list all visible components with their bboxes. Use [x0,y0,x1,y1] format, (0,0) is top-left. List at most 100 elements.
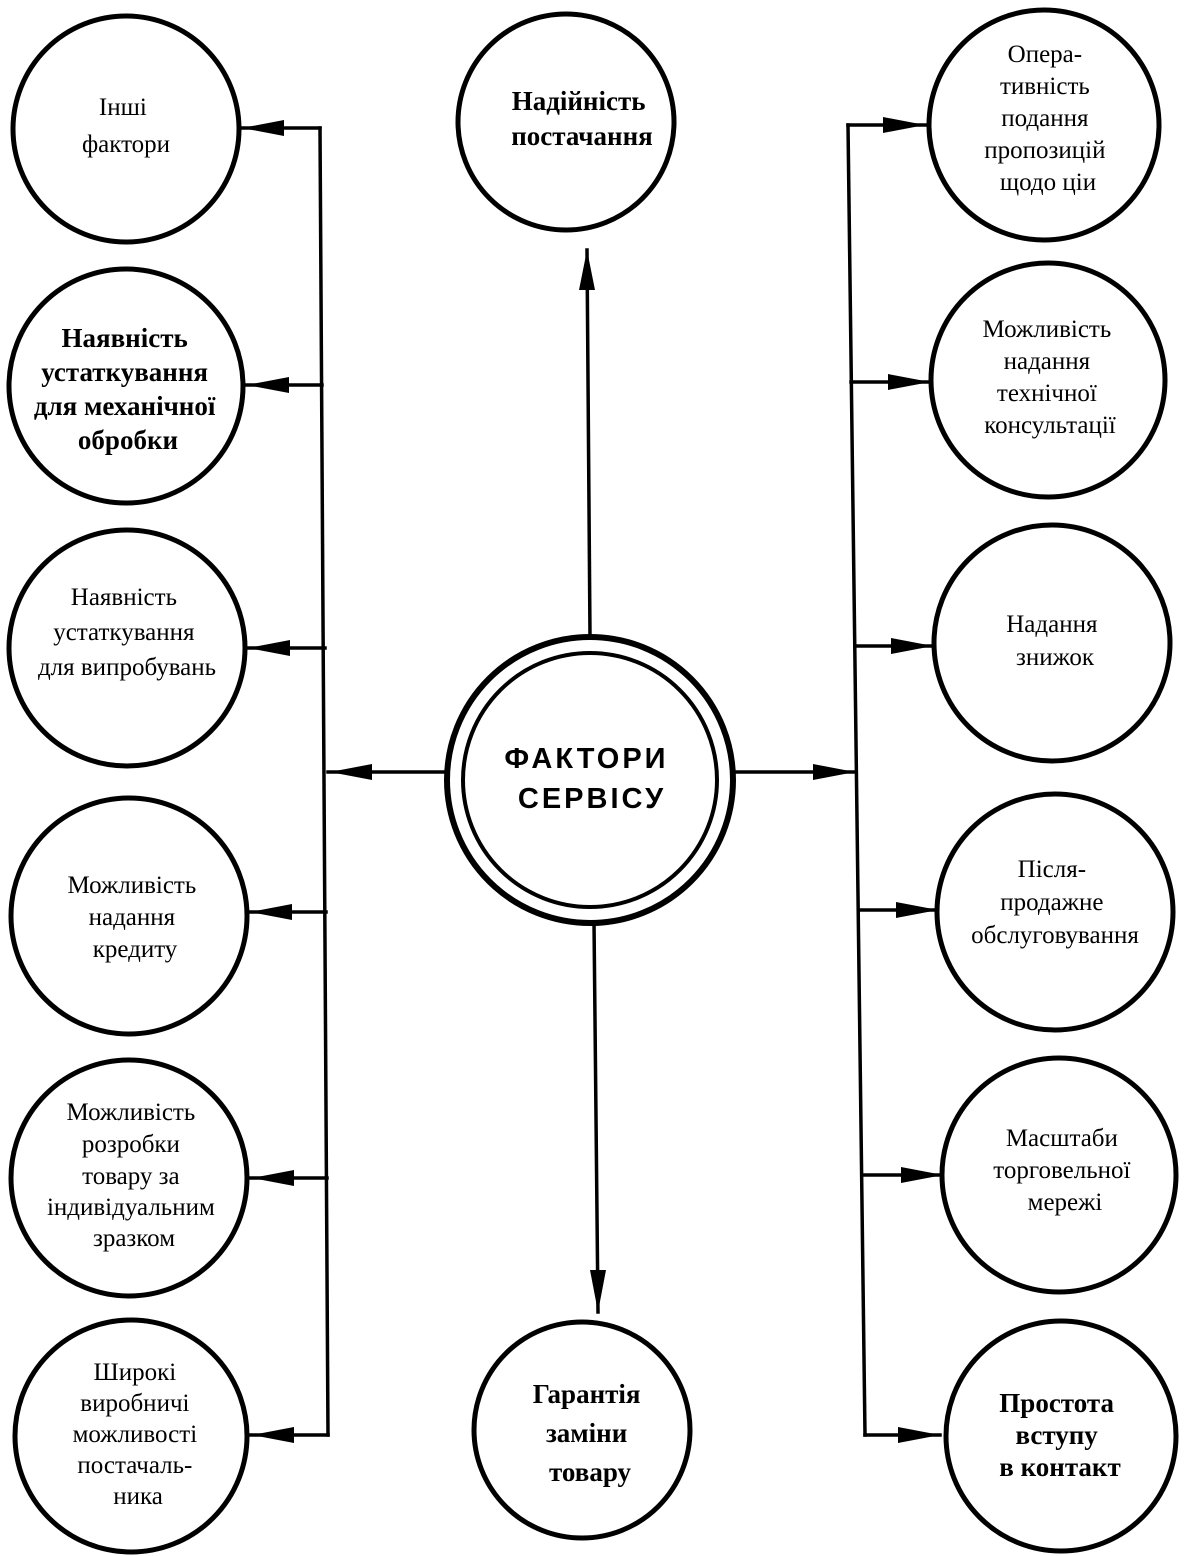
arrow-right-center [813,764,855,780]
label-line: товару [549,1457,631,1487]
arrow-left-3 [248,640,290,656]
label-line: розробки [82,1131,180,1158]
node-circle-right-5 [939,1055,1179,1295]
label-line: товару за [82,1163,180,1190]
arrow-down-bottom [590,1270,606,1312]
label-line: Надійність [512,86,646,116]
label-line: Інші [99,94,147,121]
arrow-left-1 [242,120,284,136]
node-circle-left-4 [8,795,250,1037]
node-label-top: Надійність постачання [511,86,653,151]
label-line: СЕРВІСУ [518,783,666,815]
arrowheads [242,117,943,1443]
arrow-right-4 [896,902,938,918]
node-circle-right-4 [934,791,1176,1033]
label-line: Після- [1018,856,1086,883]
label-line: ФАКТОРИ [504,743,668,775]
node-label-left-6: Широкі виробничі можливості постачаль- н… [73,1359,204,1510]
arrow-right-3 [891,638,933,654]
label-line: виробничі [80,1390,189,1417]
label-line: Широкі [94,1359,177,1386]
label-line: надання [1004,348,1091,375]
label-line: кредиту [93,936,178,963]
label-line: постачаль- [77,1452,192,1479]
node-circle-top [455,11,677,233]
label-line: Простота [999,1388,1114,1418]
label-line: технічної [997,380,1097,407]
label-line: устаткування [53,619,195,646]
arrow-right-6 [898,1427,940,1443]
label-line: Наявність [61,323,187,353]
arrow-right-2 [888,374,930,390]
label-line: устаткування [41,357,208,387]
node-circle-right-1 [926,7,1162,243]
node-label-right-4: Після- продажне обслуговування [971,856,1139,949]
label-line: обробки [78,425,178,455]
node-label-right-5: Масштаби торговельної мережі [993,1125,1136,1216]
label-line: Опера- [1008,41,1082,68]
label-line: Гарантія [533,1379,641,1409]
arrow-left-6 [252,1427,294,1443]
node-circle-left-3 [6,527,248,769]
label-line: надання [89,904,176,931]
node-circle-left-6 [12,1317,250,1555]
node-label-right-2: Можливість надання технічної консультаці… [982,316,1117,439]
right-trunk-line [846,123,867,1437]
label-line: Наявність [71,584,177,611]
label-line: щодо ціи [1000,169,1096,196]
arrow-right-5 [901,1167,943,1183]
node-labels: Надійність постачання Гарантія заміни то… [34,41,1139,1510]
left-trunk-line [318,126,330,1437]
label-line: для механічної [34,391,216,421]
node-label-right-1: Опера- тивність подання пропозицій щодо … [984,41,1111,196]
label-line: фактори [82,131,170,158]
label-line: Можливість [67,872,196,899]
arrow-left-4 [250,904,292,920]
nodes [6,7,1179,1555]
label-line: тивність [1000,73,1090,100]
node-circle-right-6 [943,1318,1179,1554]
label-line: заміни [546,1418,627,1448]
label-line: торговельної [993,1157,1130,1184]
label-line: Масштаби [1006,1125,1118,1152]
node-label-left-3: Наявність устаткування для випробувань [38,584,216,681]
node-label-left-4: Можливість надання кредиту [67,872,202,963]
node-label-left-1: Інші фактори [82,94,170,158]
label-line: постачання [511,121,653,151]
arrow-left-center [330,764,372,780]
center-to-bottom-line [592,920,600,1314]
center-inner-ring [461,651,719,909]
node-circle-left-2 [6,266,246,506]
label-line: пропозицій [984,137,1105,164]
node-circle-left-5 [8,1057,250,1299]
node-circle-right-2 [928,260,1168,500]
node-label-bottom: Гарантія заміни товару [533,1379,648,1487]
label-line: Надання [1006,611,1098,638]
label-line: вступу [1015,1420,1098,1450]
label-line: подання [1001,105,1089,132]
node-circle-left-1 [10,13,242,245]
arrow-left-5 [252,1170,294,1186]
center-label: ФАКТОРИ СЕРВІСУ [504,743,679,815]
label-line: Можливість [982,316,1111,343]
label-line: можливості [73,1421,198,1448]
center-to-top-line [585,248,592,638]
arrow-right-1 [883,117,925,133]
label-line: для випробувань [38,654,216,681]
node-circle-bottom [471,1319,693,1541]
label-line: обслуговування [971,922,1139,949]
label-line: в контакт [999,1452,1121,1482]
label-line: Можливість [66,1099,195,1126]
arrow-up-top [579,250,595,290]
node-label-left-5: Можливість розробки товару за індивідуал… [47,1099,221,1252]
label-line: мережі [1028,1189,1103,1216]
label-line: знижок [1016,644,1095,671]
arrow-left-2 [247,377,289,393]
node-label-right-6: Простота вступу в контакт [999,1388,1121,1482]
label-line: індивідуальним [47,1194,215,1221]
label-line: зразком [93,1225,175,1252]
label-line: консультації [984,412,1115,439]
node-label-right-3: Надання знижок [1006,611,1103,671]
node-label-left-2: Наявність устаткування для механічної об… [34,323,222,455]
